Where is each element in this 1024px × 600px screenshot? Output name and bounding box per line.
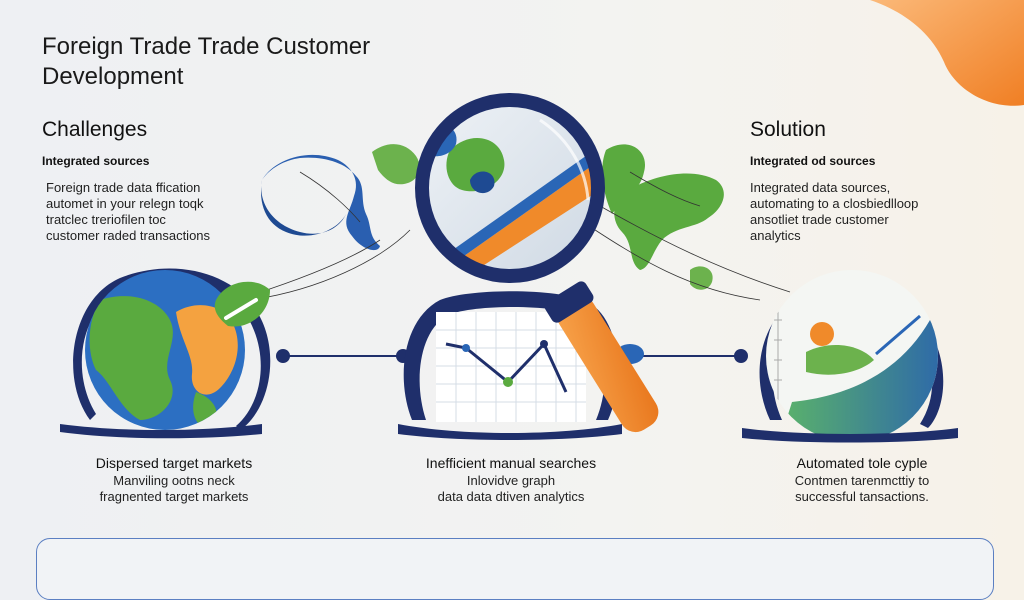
stage-manual-searches: Inefficient manual searches Inlovidve gr…: [396, 455, 626, 505]
magnifying-glass-icon: [415, 93, 659, 433]
challenges-subheading: Integrated sources: [42, 154, 150, 168]
stage-automated-cycle: Automated tole cyple Contmen tarenmcttiy…: [752, 455, 972, 505]
bottom-panel: [36, 538, 994, 600]
solution-panel: Solution Integrated od sources Integrate…: [750, 118, 1010, 244]
stage-body: Contmen tarenmcttiy to successful tansac…: [794, 473, 930, 504]
stage-body: Inlovidve graph data data dtiven analyti…: [437, 473, 585, 504]
challenges-heading: Challenges: [42, 118, 148, 141]
line-chart-icon: [398, 291, 622, 440]
stage-dispersed-markets: Dispersed target markets Manviling ootns…: [64, 455, 284, 505]
growth-curve-icon: [742, 270, 958, 443]
solution-subheading: Integrated od sources: [750, 154, 876, 168]
solution-body: Integrated data sources, automating to a…: [750, 180, 919, 243]
stage-title: Dispersed target markets: [95, 455, 253, 471]
challenges-body: Foreign trade data ffication automet in …: [46, 180, 211, 243]
stage-body: Manviling ootns neck fragnented target m…: [99, 473, 249, 504]
stage-title: Automated tole cyple: [796, 455, 928, 471]
stage-title: Inefficient manual searches: [425, 455, 597, 471]
challenges-panel: Challenges Integrated sources Foreign tr…: [42, 118, 292, 244]
globe-icon: [60, 268, 271, 439]
solution-heading: Solution: [750, 118, 826, 141]
page-title: Foreign Trade Trade Customer Development: [42, 33, 371, 90]
corner-decoration: [870, 0, 1024, 106]
illustration: [60, 0, 1024, 443]
